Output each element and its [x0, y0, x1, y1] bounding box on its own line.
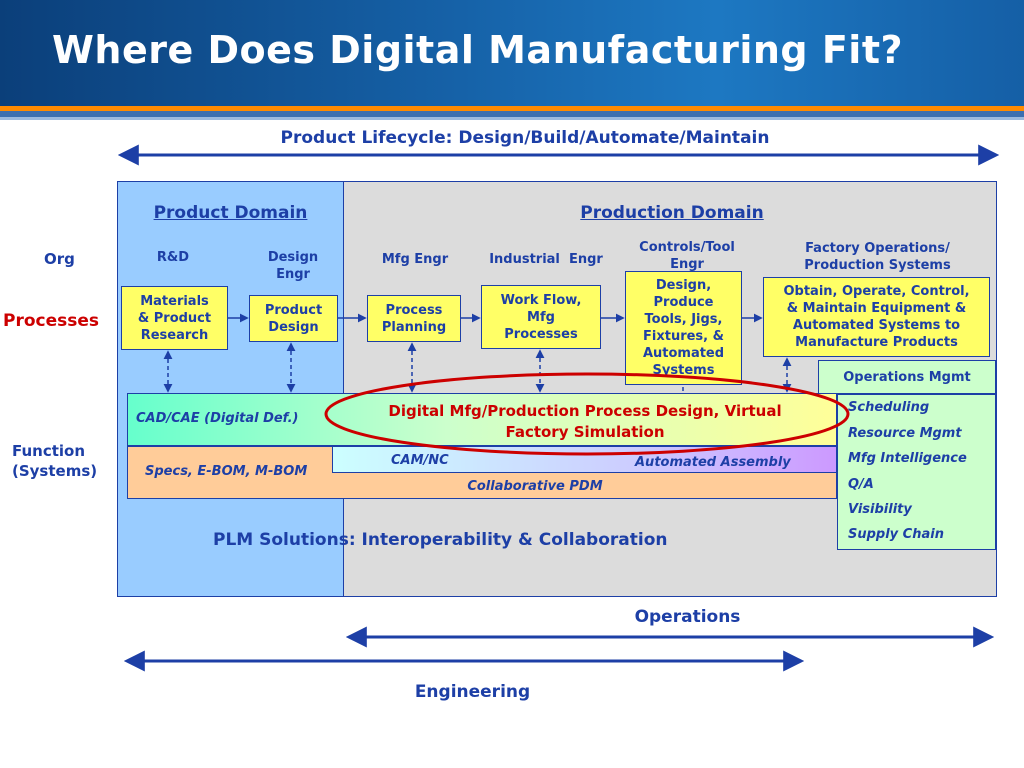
- production-domain-title: Production Domain: [580, 203, 764, 223]
- row-label-systems: (Systems): [12, 462, 98, 480]
- system-cad-cae: CAD/CAE (Digital Def.): [136, 411, 299, 426]
- span-label-operations: Operations: [634, 607, 741, 627]
- org-design-engr: Design Engr: [267, 250, 319, 282]
- ops-item-mfg-intelligence: Mfg Intelligence: [848, 451, 967, 466]
- digital-def-bar: [127, 393, 837, 446]
- system-automated-assembly: Automated Assembly: [635, 455, 791, 470]
- operations-mgmt-header: Operations Mgmt: [818, 360, 996, 394]
- operations-mgmt-panel: [837, 394, 996, 550]
- process-obtain-operate: Obtain, Operate, Control, & Maintain Equ…: [763, 277, 990, 357]
- ops-item-supply-chain: Supply Chain: [848, 527, 944, 542]
- org-industrial-engr: Industrial Engr: [489, 252, 603, 267]
- system-cam-nc: CAM/NC: [391, 453, 449, 468]
- span-label-engineering: Engineering: [414, 682, 531, 702]
- slide-title: Where Does Digital Manufacturing Fit?: [52, 28, 904, 72]
- ops-item-visibility: Visibility: [848, 502, 912, 517]
- process-product-design: Product Design: [249, 295, 338, 342]
- header-stripe-light: [0, 117, 1024, 120]
- header-stripe-orange: [0, 106, 1024, 111]
- process-design-produce-tools: Design, Produce Tools, Jigs, Fixtures, &…: [625, 271, 742, 385]
- plm-solutions-label: PLM Solutions: Interoperability & Collab…: [213, 530, 668, 550]
- process-planning: Process Planning: [367, 295, 461, 342]
- ops-item-scheduling: Scheduling: [848, 400, 930, 415]
- process-work-flow: Work Flow, Mfg Processes: [481, 285, 601, 349]
- product-domain-panel: [117, 181, 344, 597]
- org-controls-tool-engr: Controls/Tool Engr: [639, 240, 735, 272]
- header-stripe-blue: [0, 111, 1024, 117]
- row-label-processes: Processes: [3, 311, 100, 331]
- slide-header: [0, 0, 1024, 106]
- row-label-org: Org: [44, 250, 75, 268]
- cam-assembly-bar: [332, 446, 837, 473]
- org-rd: R&D: [156, 250, 190, 265]
- ops-item-resource-mgmt: Resource Mgmt: [848, 426, 962, 441]
- ops-item-qa: Q/A: [848, 477, 874, 492]
- system-digital-mfg: Digital Mfg/Production Process Design, V…: [388, 402, 782, 441]
- system-collaborative-pdm: Collaborative PDM: [467, 479, 603, 494]
- system-specs-bom: Specs, E-BOM, M-BOM: [145, 464, 308, 479]
- org-mfg-engr: Mfg Engr: [381, 252, 449, 267]
- process-materials-research: Materials & Product Research: [121, 286, 228, 350]
- org-factory-operations: Factory Operations/ Production Systems: [804, 241, 951, 273]
- product-domain-title: Product Domain: [153, 203, 308, 223]
- lifecycle-label: Product Lifecycle: Design/Build/Automate…: [280, 128, 770, 148]
- row-label-function: Function: [12, 442, 86, 460]
- highlight-ellipse: [324, 372, 850, 456]
